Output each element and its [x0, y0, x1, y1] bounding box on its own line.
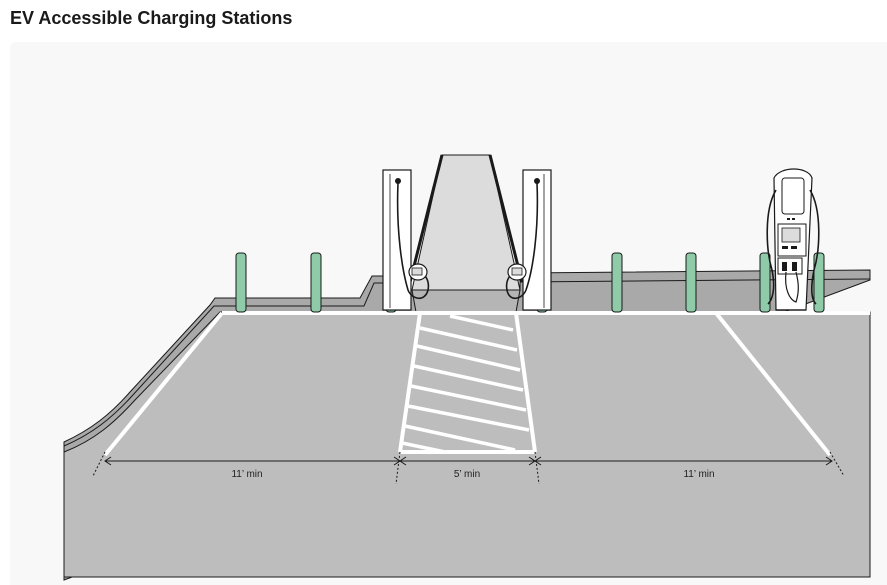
page-title: EV Accessible Charging Stations — [10, 8, 293, 28]
right-space-width-label: 11’ min — [683, 469, 714, 480]
bollard — [759, 252, 771, 313]
access-aisle-hatch — [401, 314, 530, 454]
dimension-lines — [92, 451, 845, 485]
parking-lines — [103, 311, 870, 457]
bollard — [235, 252, 247, 313]
left-space-width-label: 11’ min — [231, 469, 262, 480]
bollard — [310, 252, 322, 313]
parking-pavement — [63, 311, 871, 578]
bollard — [685, 252, 697, 313]
aisle-width-label: 5’ min — [454, 469, 480, 480]
kiosk-charger — [766, 168, 820, 311]
curb-edge — [63, 282, 385, 447]
curb-ramp — [411, 154, 521, 291]
post-charger-left — [382, 169, 430, 311]
bollards — [235, 252, 825, 313]
bollard — [813, 252, 825, 313]
bollard — [611, 252, 623, 313]
post-charger-right — [505, 169, 552, 311]
